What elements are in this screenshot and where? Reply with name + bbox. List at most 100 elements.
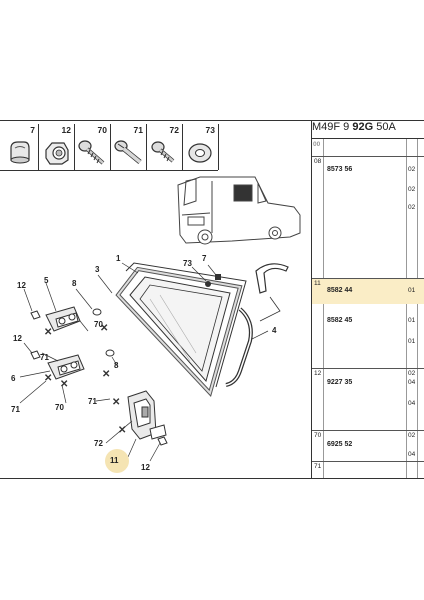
table-part-number: 6925 52 bbox=[327, 441, 353, 448]
table-qty: 02 bbox=[408, 432, 416, 439]
icon-ref-number: 73 bbox=[205, 125, 215, 135]
table-qty: 01 bbox=[408, 317, 416, 324]
callout-72: 72 bbox=[94, 439, 103, 448]
nut-12-top bbox=[30, 310, 41, 320]
frame-icon-strip-bottom bbox=[0, 170, 218, 171]
screw-x-mark: ✕ bbox=[112, 397, 120, 408]
callout-73: 73 bbox=[183, 259, 192, 268]
frame-header-bottom bbox=[312, 138, 424, 139]
table-qty: 04 bbox=[408, 400, 416, 407]
callout-8-upper: 8 bbox=[72, 279, 77, 288]
nut-12-middle bbox=[30, 350, 41, 360]
table-qty: 02 bbox=[408, 166, 416, 173]
plug-icon bbox=[10, 141, 30, 164]
callout-71-upper: 71 bbox=[40, 353, 49, 362]
table-qty: 02 bbox=[408, 186, 416, 193]
callout-70-upper: 70 bbox=[94, 320, 103, 329]
callout-11: 11 bbox=[110, 456, 119, 465]
screw-icon bbox=[114, 140, 142, 164]
short-screw-icon bbox=[151, 141, 175, 163]
table-row-ref: 12 bbox=[314, 370, 322, 377]
callout-5: 5 bbox=[44, 276, 49, 285]
table-column-separator bbox=[323, 139, 324, 478]
icon-cell-71: 71 bbox=[110, 124, 147, 170]
table-part-number: 8582 45 bbox=[327, 317, 353, 324]
tapping-screw-icon bbox=[78, 140, 105, 165]
window-assembly bbox=[115, 262, 247, 397]
callout-highlight-11 bbox=[105, 449, 129, 473]
seal-profile-detail bbox=[255, 263, 289, 322]
table-row-ref: 70 bbox=[314, 432, 322, 439]
latch-assembly bbox=[127, 390, 167, 440]
icon-cell-70: 70 bbox=[74, 124, 111, 170]
table-row-separator bbox=[312, 461, 424, 462]
frame-table-divider bbox=[311, 120, 312, 478]
icon-cell-73: 73 bbox=[182, 124, 219, 170]
callout-4: 4 bbox=[272, 326, 277, 335]
leader-73 bbox=[191, 266, 207, 282]
icon-ref-number: 71 bbox=[133, 125, 143, 135]
screw-x-mark: ✕ bbox=[118, 425, 126, 436]
callout-7: 7 bbox=[202, 254, 207, 263]
leader-7 bbox=[207, 264, 217, 276]
table-row-separator bbox=[312, 278, 424, 279]
table-row-ref: 71 bbox=[314, 463, 322, 470]
icon-cell-12: 12 bbox=[38, 124, 75, 170]
table-qty: 02 bbox=[408, 370, 416, 377]
icon-cell-72: 72 bbox=[146, 124, 183, 170]
frame-bottom bbox=[0, 478, 424, 479]
nut-icon bbox=[45, 142, 69, 165]
table-qty: 02 bbox=[408, 204, 416, 211]
callout-70-lower: 70 bbox=[55, 403, 64, 412]
table-part-number: 9227 35 bbox=[327, 379, 353, 386]
table-row-ref: 11 bbox=[314, 280, 321, 287]
screw-x-mark: ✕ bbox=[44, 373, 52, 384]
table-row-highlight bbox=[312, 278, 424, 304]
callout-71-latch: 71 bbox=[88, 397, 97, 406]
table-part-number: 8573 56 bbox=[327, 166, 353, 173]
washer-upper bbox=[92, 308, 102, 316]
table-qty: 01 bbox=[408, 287, 416, 294]
table-qty: 04 bbox=[408, 379, 416, 386]
screw-x-mark: ✕ bbox=[44, 327, 52, 338]
callout-1: 1 bbox=[116, 254, 121, 263]
callout-3: 3 bbox=[95, 265, 100, 274]
icon-ref-number: 70 bbox=[97, 125, 107, 135]
diagram-reference-code: M49F 9 92G 50A bbox=[312, 121, 396, 133]
table-column-separator bbox=[417, 139, 418, 478]
table-row-separator bbox=[312, 430, 424, 431]
icon-ref-number: 12 bbox=[61, 125, 71, 135]
icon-ref-number: 7 bbox=[30, 125, 35, 135]
window-seal-inner bbox=[225, 308, 252, 386]
middle-hinge bbox=[47, 354, 85, 380]
table-part-number: 8582 44 bbox=[327, 287, 353, 294]
callout-6: 6 bbox=[11, 374, 16, 383]
table-qty: 04 bbox=[408, 451, 416, 458]
washer-icon bbox=[188, 143, 212, 163]
plug-marker bbox=[205, 281, 211, 287]
callout-71-lower: 71 bbox=[11, 405, 20, 414]
upper-hinge bbox=[45, 306, 81, 332]
van-illustration bbox=[177, 176, 301, 245]
table-row-ref: 08 bbox=[314, 158, 322, 165]
callout-8-lower: 8 bbox=[114, 361, 119, 370]
table-row-separator bbox=[312, 368, 424, 369]
icon-cell-7: 7 bbox=[2, 124, 39, 170]
washer-middle bbox=[105, 349, 115, 357]
callout-12-bottom: 12 bbox=[141, 463, 150, 472]
callout-12-top: 12 bbox=[17, 281, 26, 290]
table-column-separator bbox=[406, 139, 407, 478]
table-top-fragment: 00 bbox=[313, 141, 321, 148]
exploded-view-drawing: ✕ ✕ ✕ ✕ ✕ ✕ ✕ bbox=[19, 176, 301, 462]
frame-top bbox=[0, 120, 424, 121]
callout-12-middle: 12 bbox=[13, 334, 22, 343]
table-row-separator bbox=[312, 156, 424, 157]
square-marker bbox=[215, 274, 221, 280]
screw-x-mark: ✕ bbox=[100, 323, 108, 334]
table-qty: 01 bbox=[408, 338, 416, 345]
icon-ref-number: 72 bbox=[169, 125, 179, 135]
screw-x-mark: ✕ bbox=[102, 369, 110, 380]
screw-x-mark: ✕ bbox=[60, 379, 68, 390]
leader-lines bbox=[19, 262, 269, 462]
